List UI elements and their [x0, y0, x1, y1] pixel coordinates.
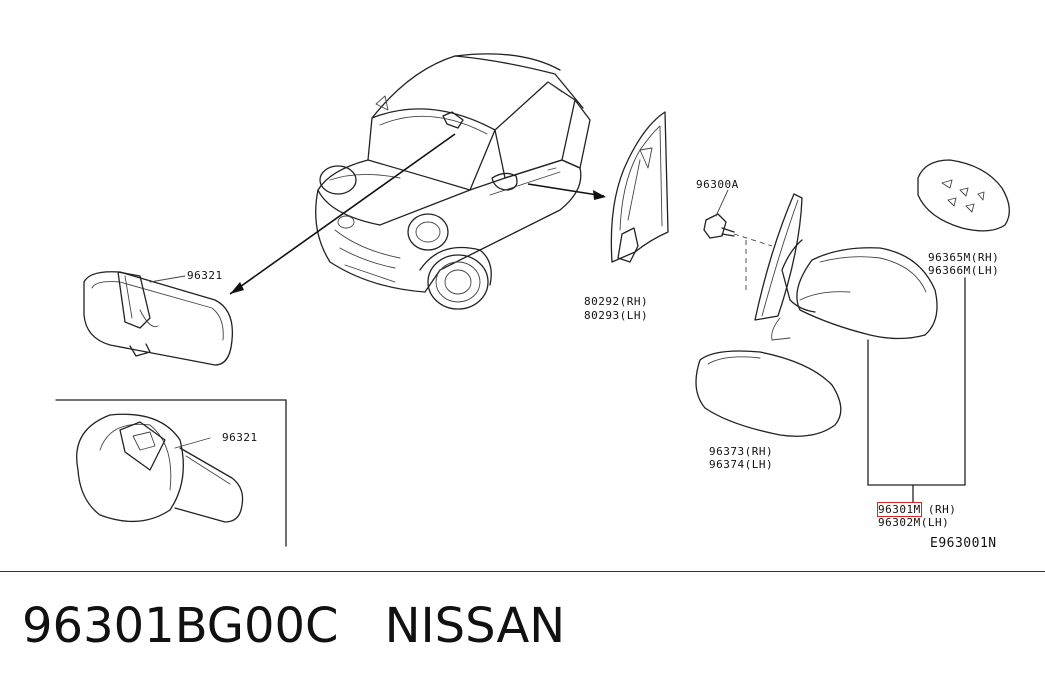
label-corner-cover-rh: 80292(RH)	[584, 295, 649, 308]
brand-name: NISSAN	[384, 598, 566, 654]
label-door-mirror-rh: 96301M (RH)	[877, 502, 957, 517]
rear-view-mirror-illustration	[83, 271, 234, 366]
divider-line	[0, 571, 1045, 572]
inset-mirror-illustration	[76, 413, 244, 523]
label-rear-view-mirror: 96321	[187, 269, 223, 282]
label-mirror-cap-lh: 96374(LH)	[709, 458, 774, 471]
bolt-illustration	[703, 213, 773, 290]
highlighted-part-number[interactable]: 96301M	[877, 502, 922, 517]
label-inset-mirror: 96321	[222, 431, 258, 444]
label-corner-cover-lh: 80293(LH)	[584, 309, 649, 322]
mirror-glass-illustration	[917, 159, 1010, 232]
label-door-mirror-lh: 96302M(LH)	[878, 516, 950, 529]
label-bolt: 96300A	[696, 178, 739, 191]
footer-title: 96301BG00C NISSAN	[22, 596, 565, 656]
door-mirror-illustration	[754, 193, 938, 341]
assembly-bracket	[149, 189, 966, 503]
label-door-mirror-rh-suffix: (RH)	[920, 503, 957, 516]
pointer-arrows	[229, 133, 606, 295]
label-mirror-cap-rh: 96373(RH)	[709, 445, 774, 458]
label-mirror-glass-lh: 96366M(LH)	[928, 264, 1000, 277]
label-mirror-glass-rh: 96365M(RH)	[928, 251, 1000, 264]
diagram-code: E963001N	[930, 536, 997, 551]
parts-diagram	[55, 53, 1010, 547]
car-illustration	[315, 53, 591, 310]
mirror-cap-illustration	[695, 350, 842, 437]
inset-frame	[55, 399, 287, 547]
part-number: 96301BG00C	[22, 598, 339, 654]
corner-cover-illustration	[610, 111, 669, 263]
